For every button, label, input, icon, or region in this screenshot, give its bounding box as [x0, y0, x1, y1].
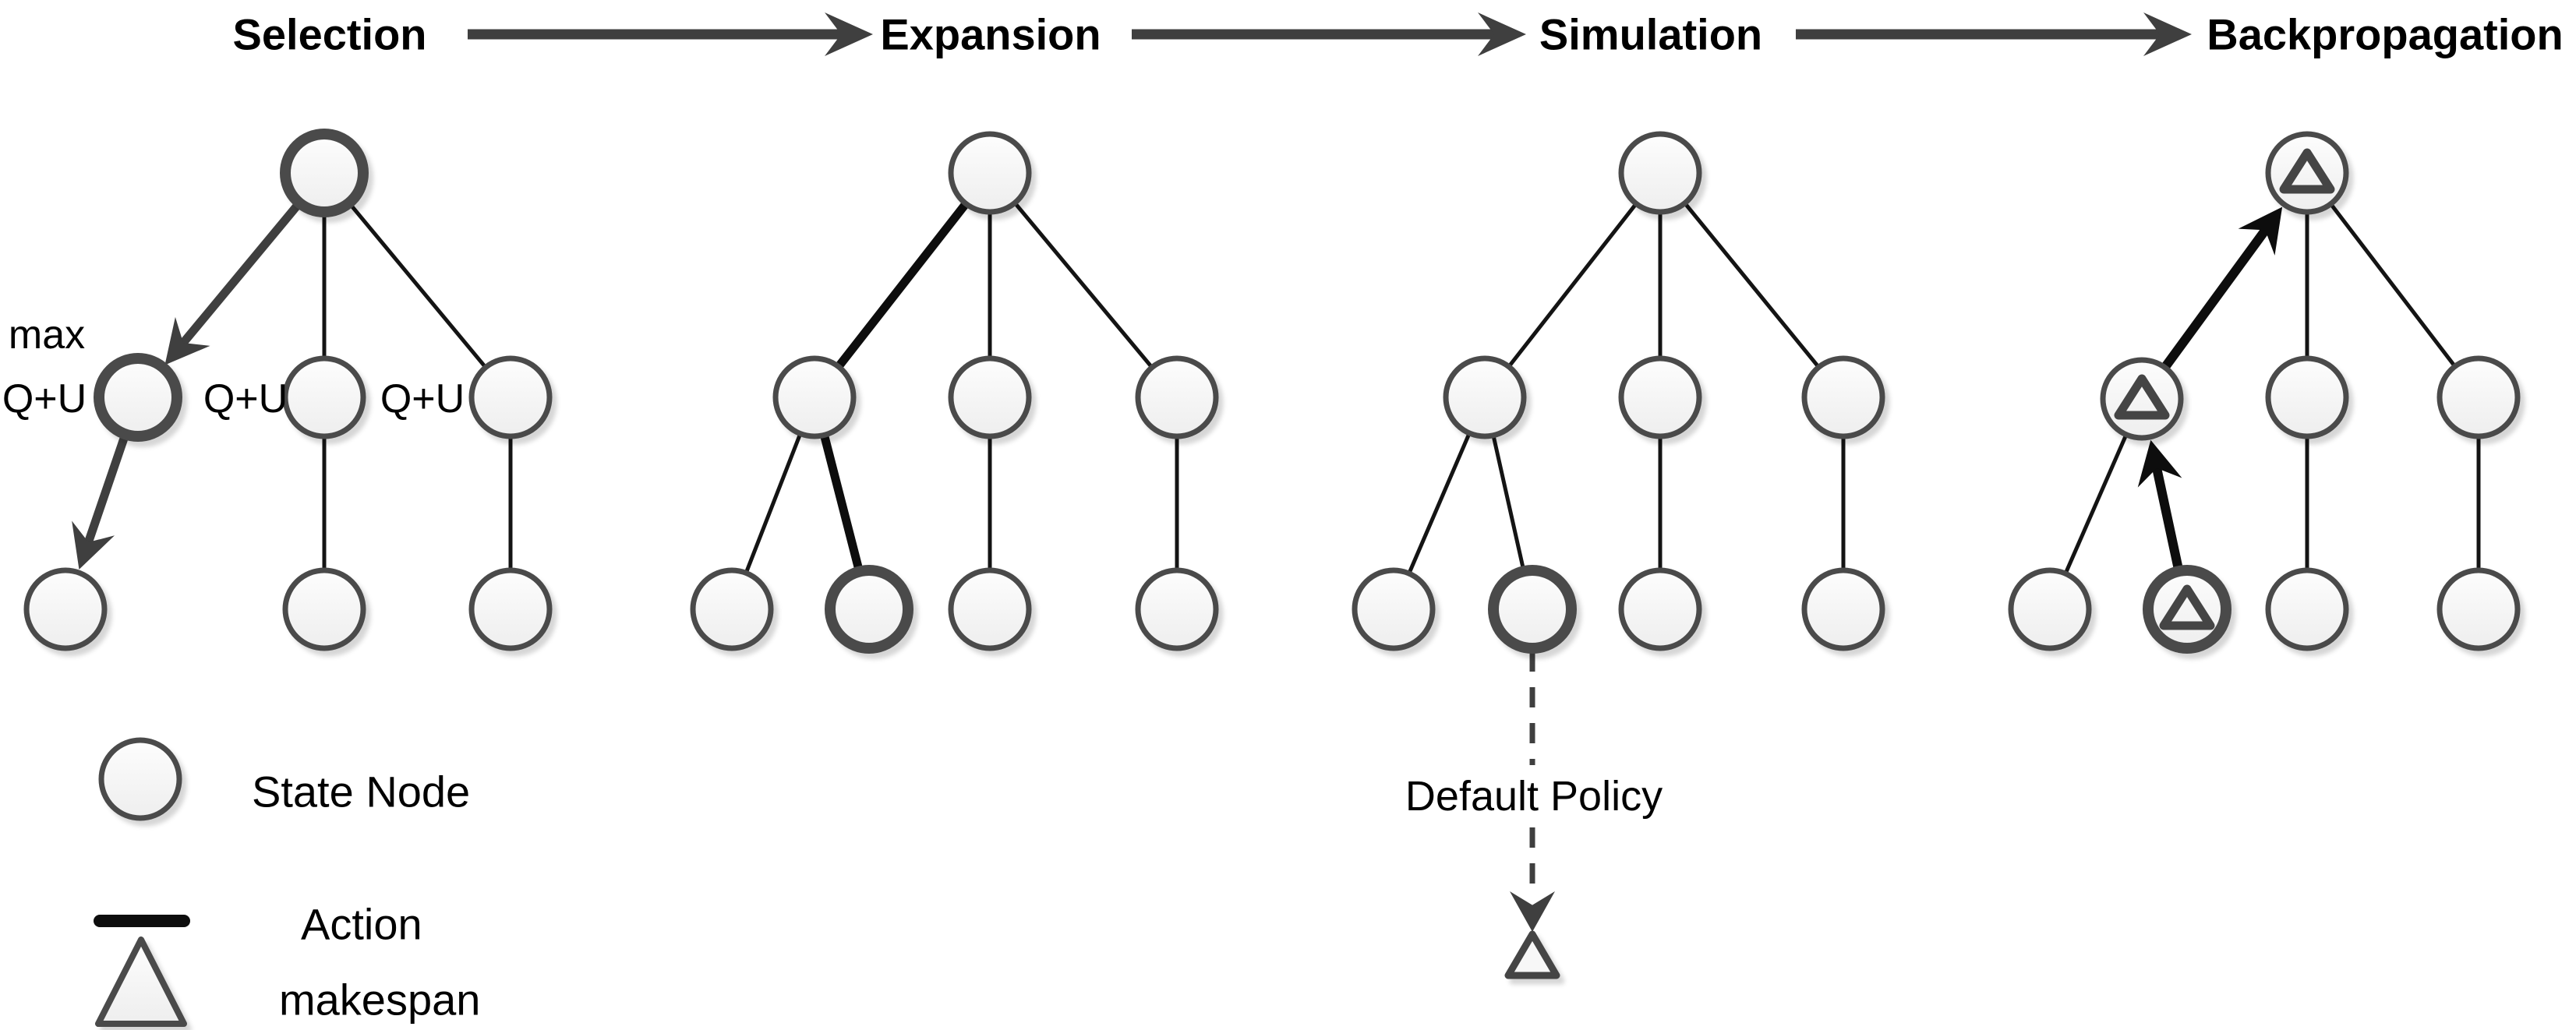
default-policy-label: Default Policy [1405, 773, 1663, 820]
makespan-icon [2159, 584, 2215, 630]
action-edge [1483, 171, 1662, 399]
backpropagation-arrowhead [2238, 206, 2283, 256]
state-node [1443, 355, 1527, 439]
state-node [2100, 357, 2184, 441]
state-node [2436, 355, 2521, 439]
state-node [1618, 567, 1702, 651]
state-node [23, 567, 108, 651]
action-edge [1659, 171, 1845, 399]
phase-title-backpropagation: Backpropagation [2207, 10, 2563, 59]
state-node [690, 567, 774, 651]
state-node [468, 355, 553, 439]
makespan-result-icon [1504, 930, 1560, 979]
phase-title-selection: Selection [233, 10, 427, 59]
state-node-highlighted [825, 565, 913, 654]
state-node [282, 567, 366, 651]
state-node [2265, 131, 2349, 215]
state-node [948, 131, 1032, 215]
qu-label-right: Q+U [380, 376, 465, 422]
phase-arrowhead [825, 12, 873, 56]
state-node [1618, 131, 1702, 215]
legend-label-action: Action [301, 900, 422, 949]
phase-title-simulation: Simulation [1539, 10, 1762, 59]
qu-label-left: Q+U [2, 376, 87, 422]
phase-title-expansion: Expansion [880, 10, 1101, 59]
state-node [1352, 567, 1436, 651]
action-edge [323, 171, 512, 399]
phase-arrowhead [1478, 12, 1526, 56]
state-node [2265, 355, 2349, 439]
state-node [1135, 567, 1219, 651]
makespan-icon [2279, 148, 2335, 194]
qu-label-middle: Q+U [203, 376, 288, 422]
selection-arrowhead [164, 316, 210, 365]
state-node [948, 567, 1032, 651]
state-node [948, 355, 1032, 439]
legend-state-node-icon [98, 737, 182, 821]
action-edge [2306, 171, 2480, 399]
state-node [468, 567, 553, 651]
legend-label-makespan: makespan [279, 975, 480, 1025]
state-node-highlighted [280, 129, 369, 217]
state-node [2265, 567, 2349, 651]
state-node [282, 355, 366, 439]
makespan-icon [2114, 374, 2170, 420]
max-label: max [9, 312, 85, 358]
state-node [1801, 567, 1885, 651]
state-node [772, 355, 857, 439]
legend-label-state-node: State Node [252, 767, 470, 817]
backpropagation-arrowhead [2137, 439, 2182, 488]
action-edge [988, 171, 1178, 399]
state-node [2436, 567, 2521, 651]
state-node [1618, 355, 1702, 439]
state-node [1135, 355, 1219, 439]
default-policy-arrowhead [1510, 891, 1555, 932]
legend-makespan-icon [95, 937, 187, 1027]
state-node-highlighted [94, 353, 182, 442]
state-node-highlighted [2143, 565, 2231, 654]
action-edge-bold [811, 170, 994, 400]
selection-arrowhead [72, 520, 115, 570]
state-node-highlighted [1488, 565, 1577, 654]
state-node [2008, 567, 2092, 651]
phase-arrowhead [2143, 12, 2192, 56]
state-node [1801, 355, 1885, 439]
